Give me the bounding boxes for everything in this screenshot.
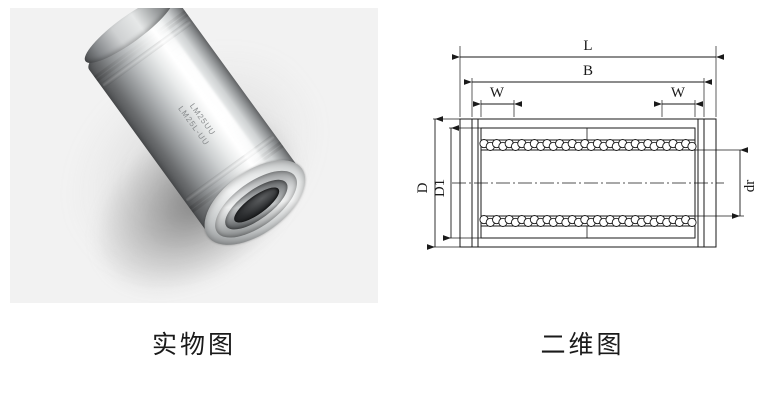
ball-row-lower [479, 215, 697, 227]
dimension-label-B: B [583, 63, 593, 79]
dimension-label-D1: D1 [432, 179, 448, 197]
dimension-label-L: L [583, 38, 592, 54]
dimension-label-D: D [415, 182, 431, 193]
dimension-label-W-left: W [490, 85, 505, 101]
technical-drawing-panel: L B W W D D1 dr [388, 0, 777, 310]
product-photo-panel: LM25UU LM25L-UU [0, 0, 388, 310]
technical-drawing-svg: L B W W D D1 dr [415, 38, 758, 250]
photo-frame: LM25UU LM25L-UU [10, 8, 378, 303]
caption-photo: 实物图 [151, 330, 236, 359]
ball-row-upper [479, 139, 697, 151]
dimension-label-W-right: W [671, 85, 686, 101]
dimension-label-dr: dr [742, 180, 758, 193]
dimension-lines [427, 46, 748, 250]
caption-drawing: 二维图 [540, 330, 625, 359]
